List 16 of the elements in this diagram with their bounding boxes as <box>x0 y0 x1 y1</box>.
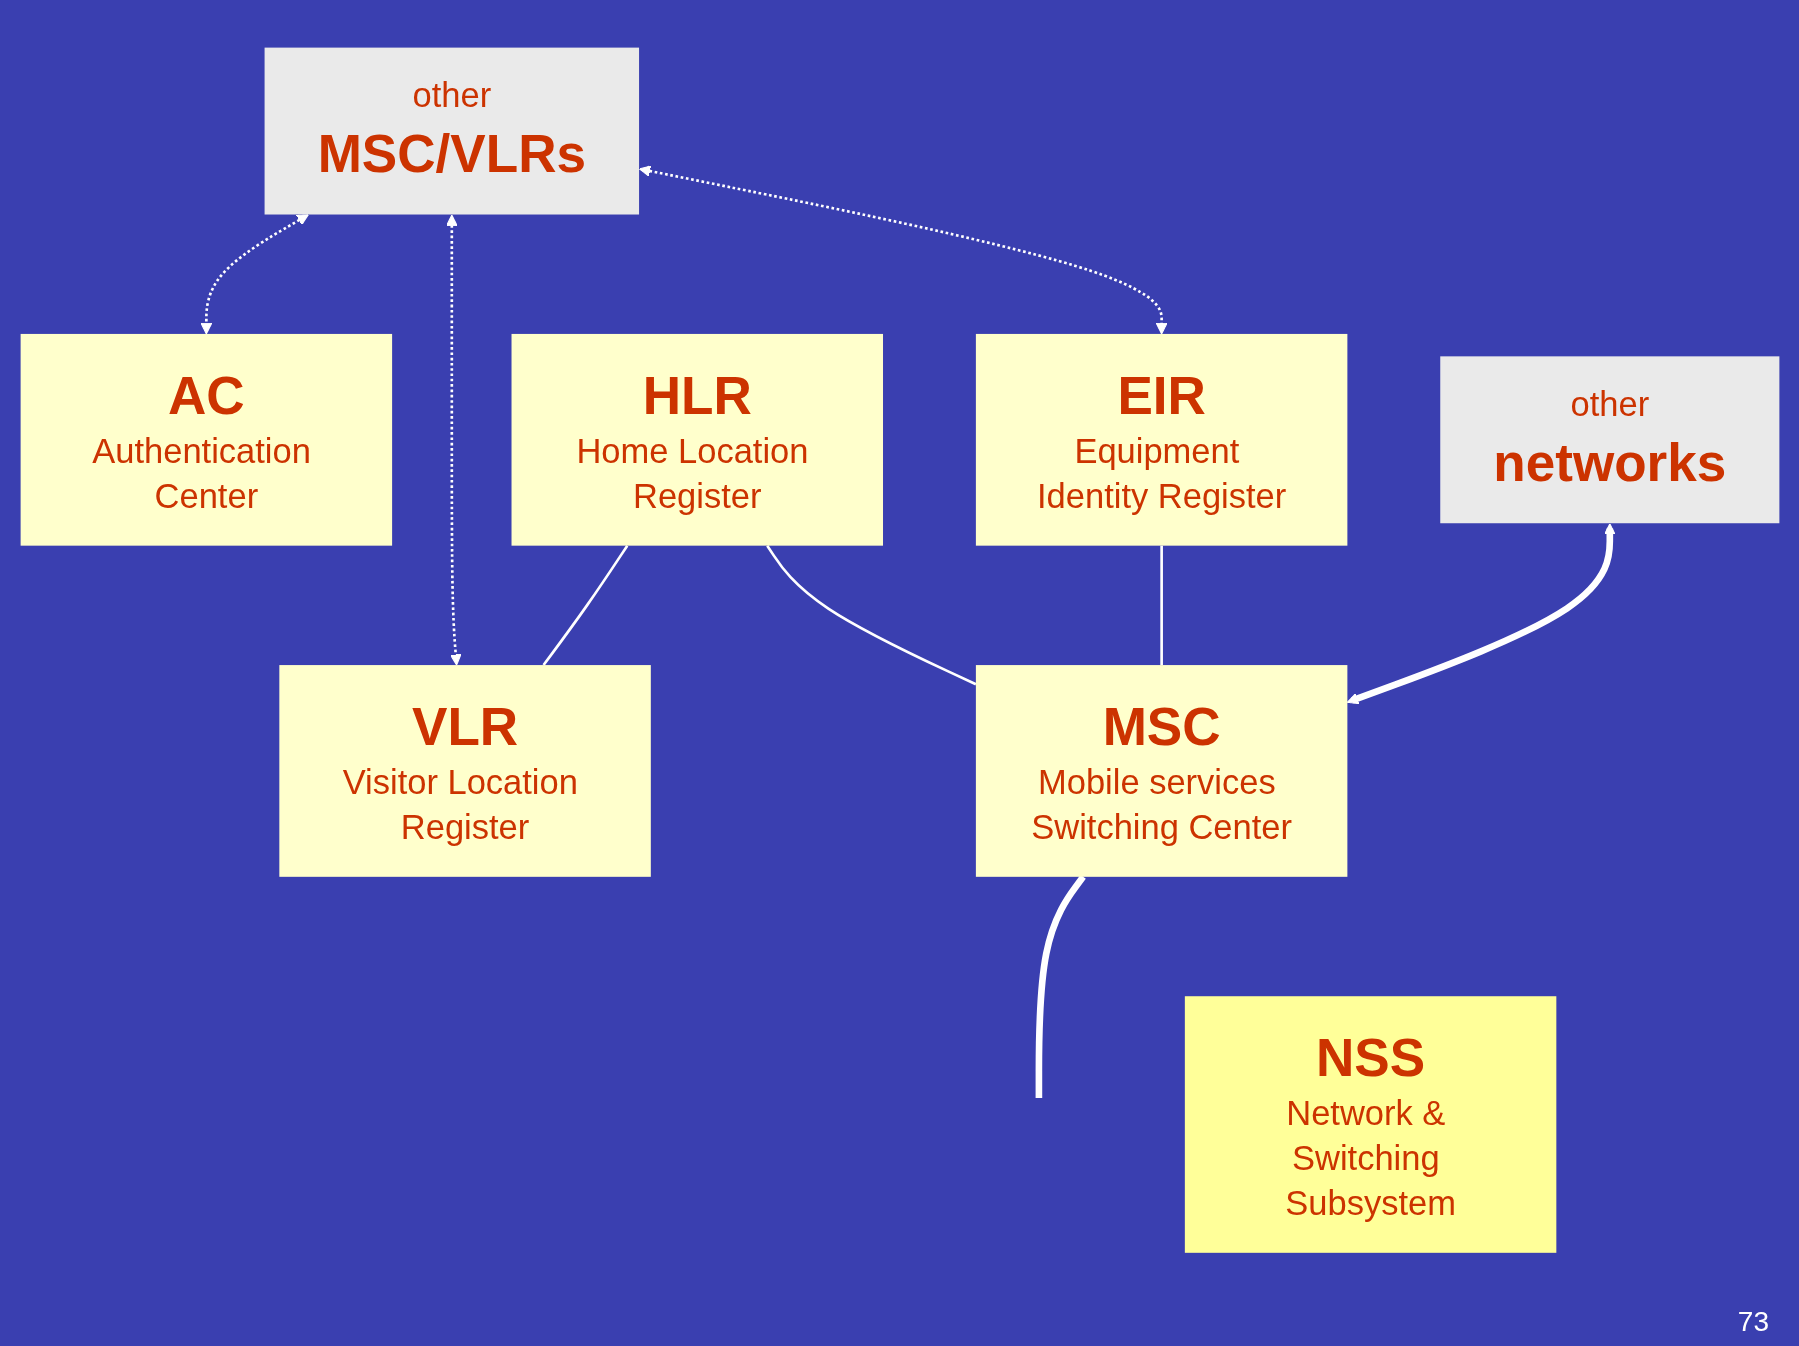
arrow <box>638 165 1167 335</box>
connector <box>542 544 628 666</box>
node-box: AC Authentication Center <box>20 333 392 546</box>
node-box: other MSC/VLRs <box>264 47 639 215</box>
node-box: NSS Network & Switching Subsystem <box>1184 996 1556 1253</box>
node-box: VLR Visitor Location Register <box>278 664 651 877</box>
node-box: HLR Home Location Register <box>511 333 883 546</box>
connector <box>1159 545 1163 665</box>
arrow <box>200 214 309 335</box>
node-box: other networks <box>1439 356 1779 524</box>
connector <box>765 544 976 686</box>
node-box: EIR Equipment Identity Register <box>975 333 1347 546</box>
arrow <box>445 214 462 666</box>
arrow <box>1346 523 1616 704</box>
node-box: MSC Mobile services Switching Center <box>975 664 1347 877</box>
page-number: 73 <box>1737 1306 1769 1337</box>
